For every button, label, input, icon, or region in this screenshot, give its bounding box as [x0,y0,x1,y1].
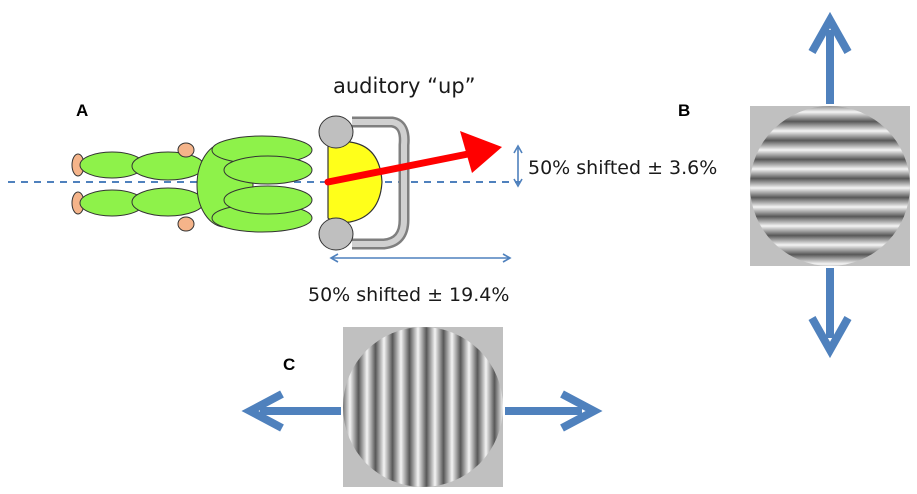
panel-label-c: C [283,355,295,374]
panel-label-a: A [76,101,88,120]
vertical-shift-indicator [513,144,523,188]
panel-label-b: B [678,101,690,120]
horizontal-shift-indicator [329,253,512,263]
auditory-up-title: auditory “up” [333,74,476,98]
horizontal-motion-arrows [241,390,603,432]
vertical-motion-arrows [808,11,852,359]
vertical-grating-icon [343,327,503,487]
lying-person-icon [71,135,313,233]
vertical-shift-label: 50% shifted ± 3.6% [528,157,717,179]
head-icon [318,115,383,251]
auditory-up-arrow [324,131,502,186]
horizontal-shift-label: 50% shifted ± 19.4% [308,284,509,306]
horizontal-grating-icon [750,106,910,266]
headphones-icon [352,116,410,250]
